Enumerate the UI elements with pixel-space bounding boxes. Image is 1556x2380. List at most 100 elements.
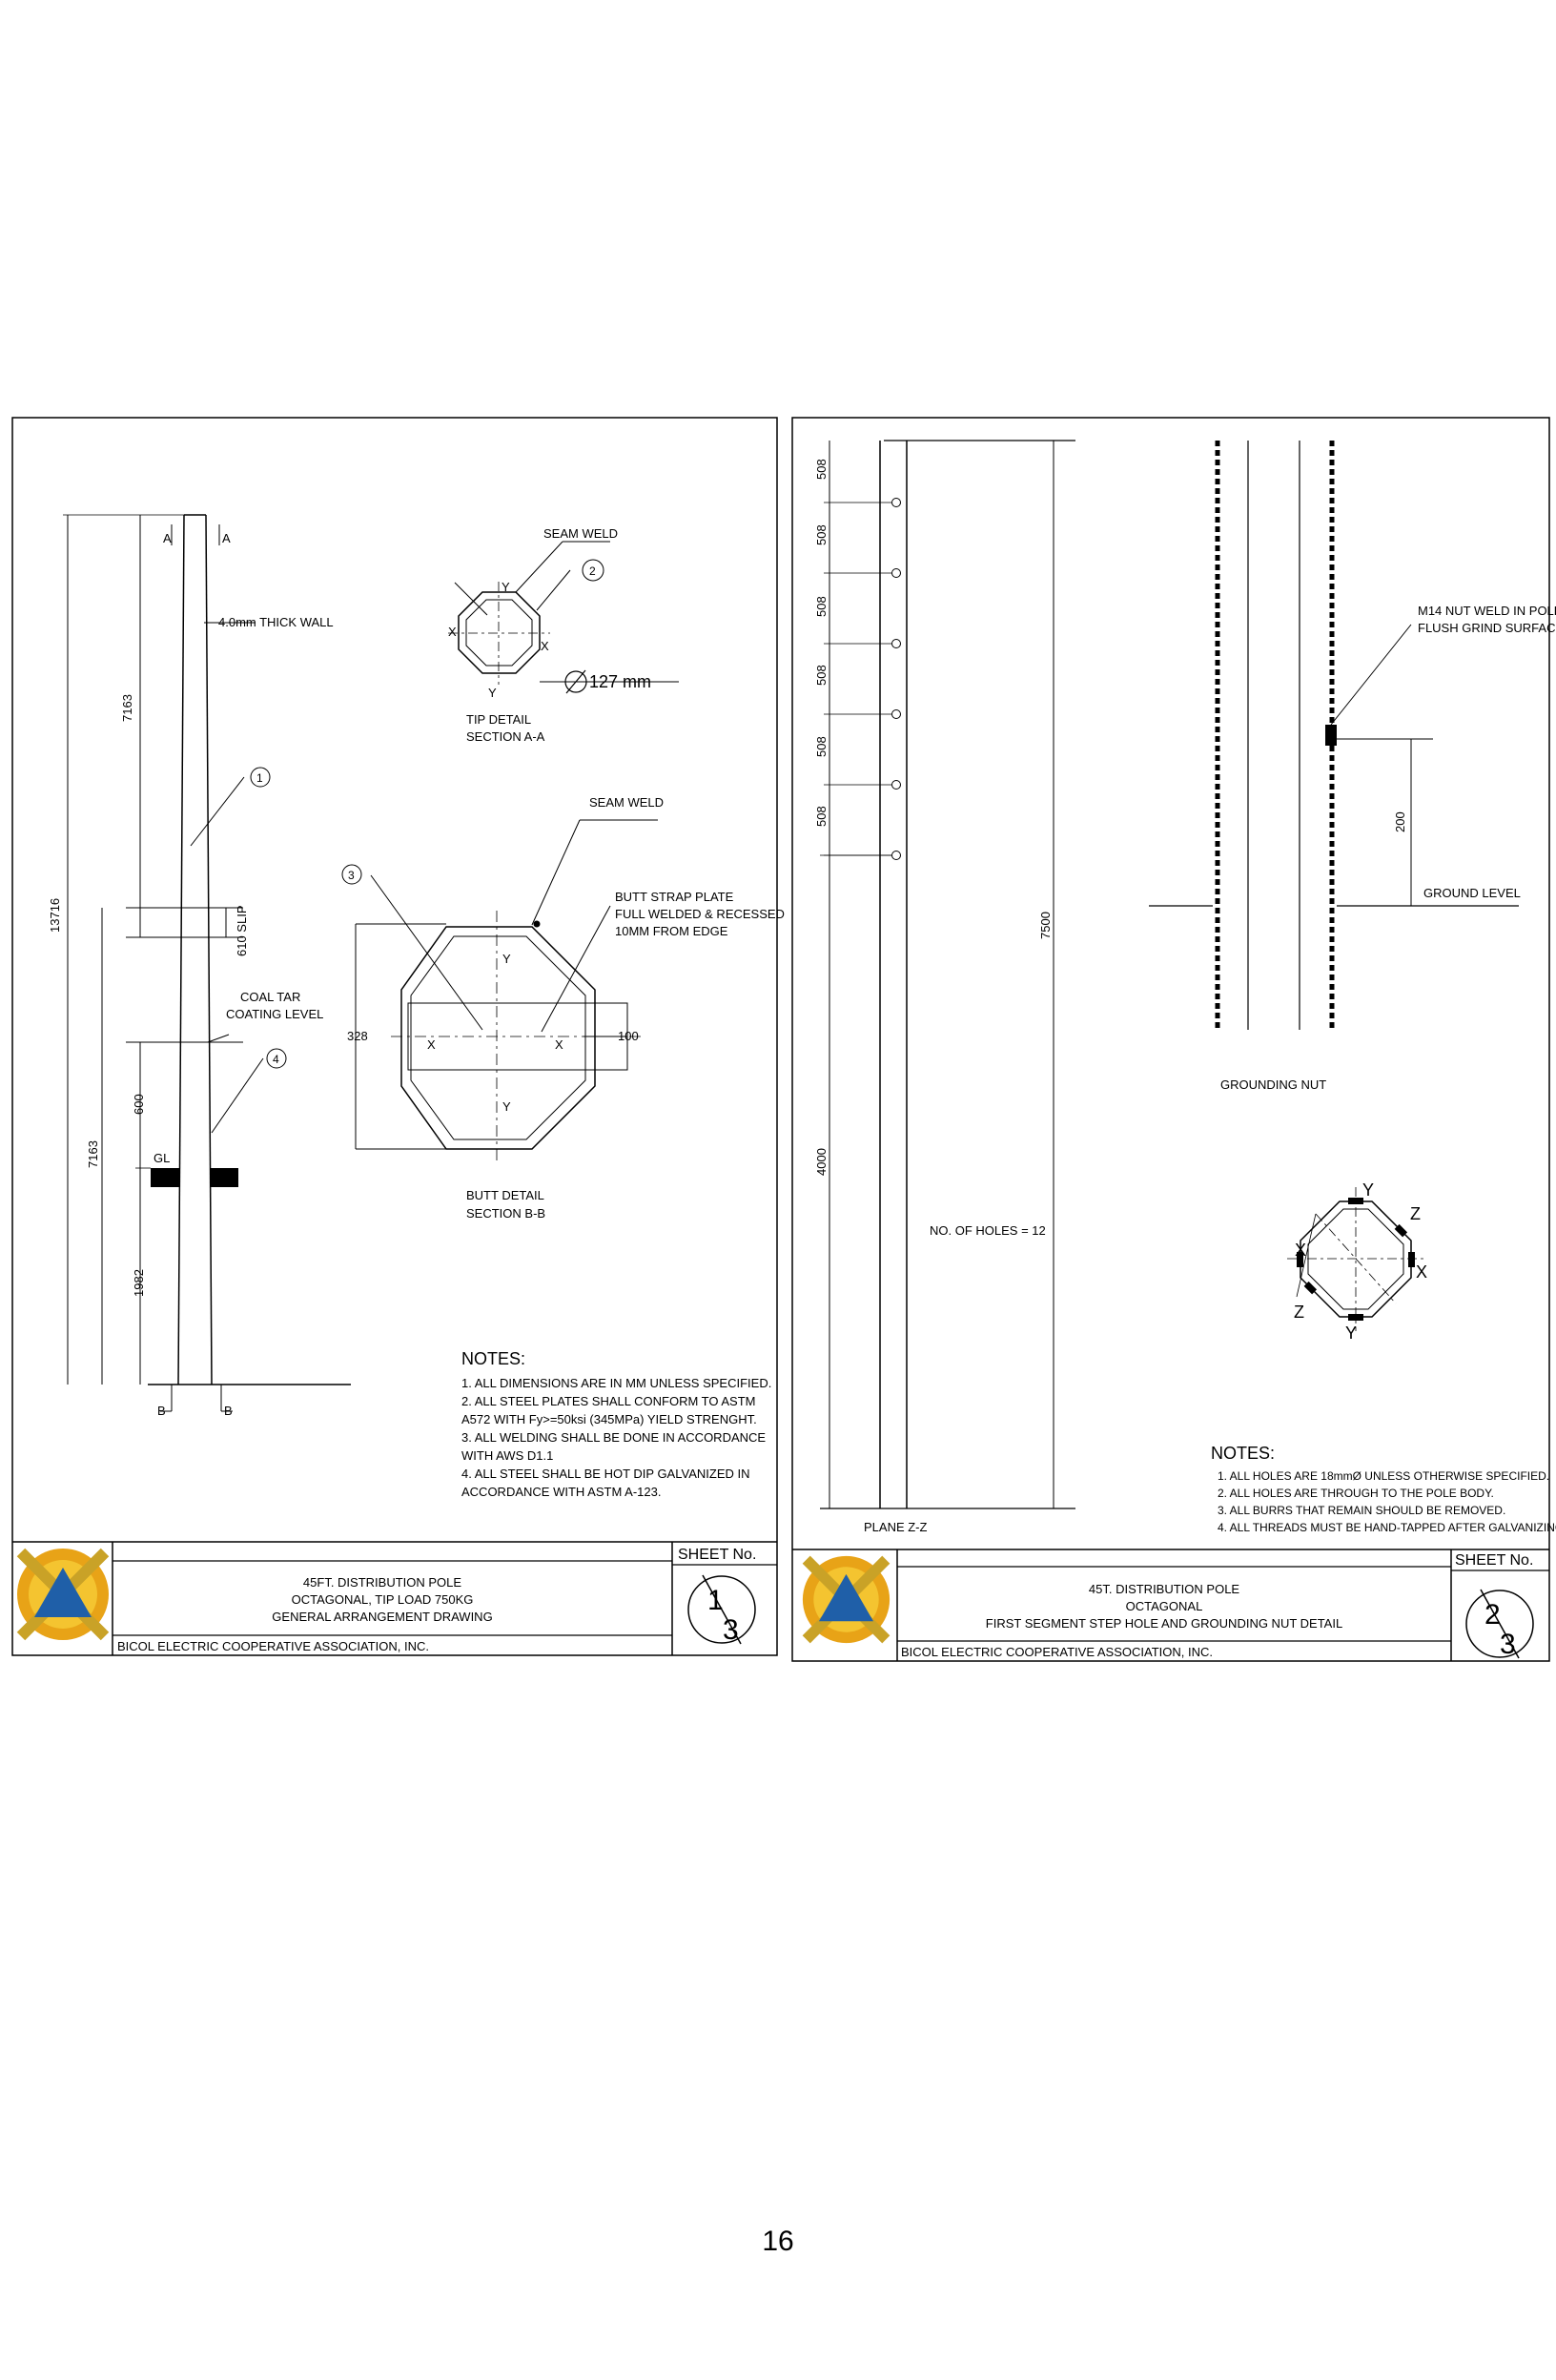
step-hole xyxy=(891,568,901,578)
title-line-1: 45FT. DISTRIBUTION POLE xyxy=(303,1575,461,1590)
company-logo-2 xyxy=(803,1556,890,1643)
sheet-2-text: 508 508 508 508 508 508 4000 7500 NO. OF… xyxy=(814,459,1556,1660)
sheet-total-2: 3 xyxy=(1500,1629,1516,1660)
title2-line-3: FIRST SEGMENT STEP HOLE AND GROUNDING NU… xyxy=(986,1616,1342,1631)
tip-axis-y-top: Y xyxy=(502,580,510,594)
title2-line-1: 45T. DISTRIBUTION POLE xyxy=(1089,1582,1240,1596)
tip-seam-weld: SEAM WELD xyxy=(543,526,618,541)
section-b-right-label: B xyxy=(224,1404,233,1418)
section-a-right-label: A xyxy=(222,531,231,545)
note2-line-1: 1. ALL HOLES ARE 18mmØ UNLESS OTHERWISE … xyxy=(1218,1469,1549,1483)
company-name-2: BICOL ELECTRIC COOPERATIVE ASSOCIATION, … xyxy=(901,1645,1213,1659)
dim-4000: 4000 xyxy=(814,1148,829,1176)
step-dim-4: 508 xyxy=(814,665,829,686)
sheet-no-label: SHEET No. xyxy=(678,1547,756,1563)
butt-axis-y-top: Y xyxy=(502,952,511,966)
notes-heading-2: NOTES: xyxy=(1211,1444,1275,1463)
title-line-3: GENERAL ARRANGEMENT DRAWING xyxy=(272,1610,492,1624)
note2-line-2: 2. ALL HOLES ARE THROUGH TO THE POLE BOD… xyxy=(1218,1487,1494,1500)
step-hole xyxy=(891,780,901,790)
tip-axis-x-left: X xyxy=(448,625,457,639)
gn-axis-z-top: Z xyxy=(1410,1204,1421,1223)
note-line-1: 1. ALL DIMENSIONS ARE IN MM UNLESS SPECI… xyxy=(461,1376,771,1390)
butt-axis-x-right: X xyxy=(555,1037,563,1052)
ground-level: GROUND LEVEL xyxy=(1423,886,1521,900)
dim-total: 13716 xyxy=(48,898,62,933)
butt-axis-x-left: X xyxy=(427,1037,436,1052)
gn-axis-y-top: Y xyxy=(1362,1180,1374,1200)
sheet-1-border xyxy=(11,417,778,1656)
tip-caption-2: SECTION A-A xyxy=(466,729,545,744)
callout-2: 2 xyxy=(589,564,596,578)
note-line-4: 3. ALL WELDING SHALL BE DONE IN ACCORDAN… xyxy=(461,1430,766,1445)
tip-axis-y-bottom: Y xyxy=(488,686,497,700)
title-line-2: OCTAGONAL, TIP LOAD 750KG xyxy=(292,1592,474,1607)
note-line-7: ACCORDANCE WITH ASTM A-123. xyxy=(461,1485,661,1499)
dim-600: 600 xyxy=(132,1094,146,1115)
holes-label: NO. OF HOLES = 12 xyxy=(930,1223,1046,1238)
note2-line-3: 3. ALL BURRS THAT REMAIN SHOULD BE REMOV… xyxy=(1218,1504,1505,1517)
nut-label-2: FLUSH GRIND SURFACE xyxy=(1418,621,1556,635)
butt-axis-y-bottom: Y xyxy=(502,1099,511,1114)
step-dim-3: 508 xyxy=(814,596,829,617)
grounding-nut-label: GROUNDING NUT xyxy=(1220,1077,1326,1092)
butt-caption-1: BUTT DETAIL xyxy=(466,1188,544,1202)
tip-axis-x-right: X xyxy=(541,639,549,653)
step-hole xyxy=(891,709,901,719)
sheet-no-label-2: SHEET No. xyxy=(1455,1552,1533,1569)
step-dim-6: 508 xyxy=(814,806,829,827)
grounding-nut-elevation xyxy=(1149,441,1519,1030)
tip-diameter: 127 mm xyxy=(589,672,651,691)
dim-lower: 7163 xyxy=(86,1140,100,1168)
gn-axis-y-bottom: Y xyxy=(1345,1323,1357,1343)
butt-strap-1: BUTT STRAP PLATE xyxy=(615,890,734,904)
note-line-6: 4. ALL STEEL SHALL BE HOT DIP GALVANIZED… xyxy=(461,1467,750,1481)
gn-axis-z-bottom: Z xyxy=(1294,1303,1304,1322)
wall-label: 4.0mm THICK WALL xyxy=(218,615,334,629)
section-a-top-label: A xyxy=(163,531,172,545)
note-line-5: WITH AWS D1.1 xyxy=(461,1448,553,1463)
dim-7500: 7500 xyxy=(1038,912,1053,939)
butt-caption-2: SECTION B-B xyxy=(466,1206,545,1221)
company-name: BICOL ELECTRIC COOPERATIVE ASSOCIATION, … xyxy=(117,1639,429,1653)
company-logo xyxy=(17,1549,109,1640)
sheet-2 xyxy=(791,417,1550,1662)
callout-4: 4 xyxy=(273,1053,279,1066)
plane-label: PLANE Z-Z xyxy=(864,1520,928,1534)
dim-1982: 1982 xyxy=(132,1269,146,1297)
sheet-2-border xyxy=(791,417,1550,1662)
sheet-1 xyxy=(11,417,778,1656)
sheet-1-text: A A B B 13716 7163 7163 610 SLIP 600 198… xyxy=(48,526,785,1653)
notes-heading: NOTES: xyxy=(461,1349,525,1368)
nut-label-1: M14 NUT WELD IN POLE xyxy=(1418,604,1556,618)
gn-axis-x-right: X xyxy=(1416,1262,1427,1282)
title2-line-2: OCTAGONAL xyxy=(1126,1599,1203,1613)
step-dim-5: 508 xyxy=(814,736,829,757)
butt-strap-2: FULL WELDED & RECESSED xyxy=(615,907,785,921)
butt-seam-weld: SEAM WELD xyxy=(589,795,664,810)
tip-caption-1: TIP DETAIL xyxy=(466,712,531,727)
grounding-nut-section xyxy=(1287,1187,1424,1331)
step-hole xyxy=(891,639,901,648)
step-holes xyxy=(824,498,901,860)
step-dim-2: 508 xyxy=(814,524,829,545)
step-hole xyxy=(891,851,901,860)
gn-axis-x-left: X xyxy=(1295,1241,1306,1260)
dim-200: 200 xyxy=(1393,811,1407,832)
gl-label: GL xyxy=(154,1151,170,1165)
sheet-total: 3 xyxy=(723,1614,739,1646)
note2-line-4: 4. ALL THREADS MUST BE HAND-TAPPED AFTER… xyxy=(1218,1521,1556,1534)
butt-dim-100: 100 xyxy=(618,1029,639,1043)
section-b-left-label: B xyxy=(157,1404,166,1418)
coal-tar-label-2: COATING LEVEL xyxy=(226,1007,323,1021)
step-hole xyxy=(891,498,901,507)
page-number: 16 xyxy=(762,2226,794,2257)
dim-upper: 7163 xyxy=(120,694,134,722)
callout-1: 1 xyxy=(256,771,263,785)
note-line-2: 2. ALL STEEL PLATES SHALL CONFORM TO AST… xyxy=(461,1394,756,1408)
coal-tar-label-1: COAL TAR xyxy=(240,990,300,1004)
butt-dim-328: 328 xyxy=(347,1029,368,1043)
dim-slip: 610 SLIP xyxy=(235,906,249,957)
step-dim-1: 508 xyxy=(814,459,829,480)
